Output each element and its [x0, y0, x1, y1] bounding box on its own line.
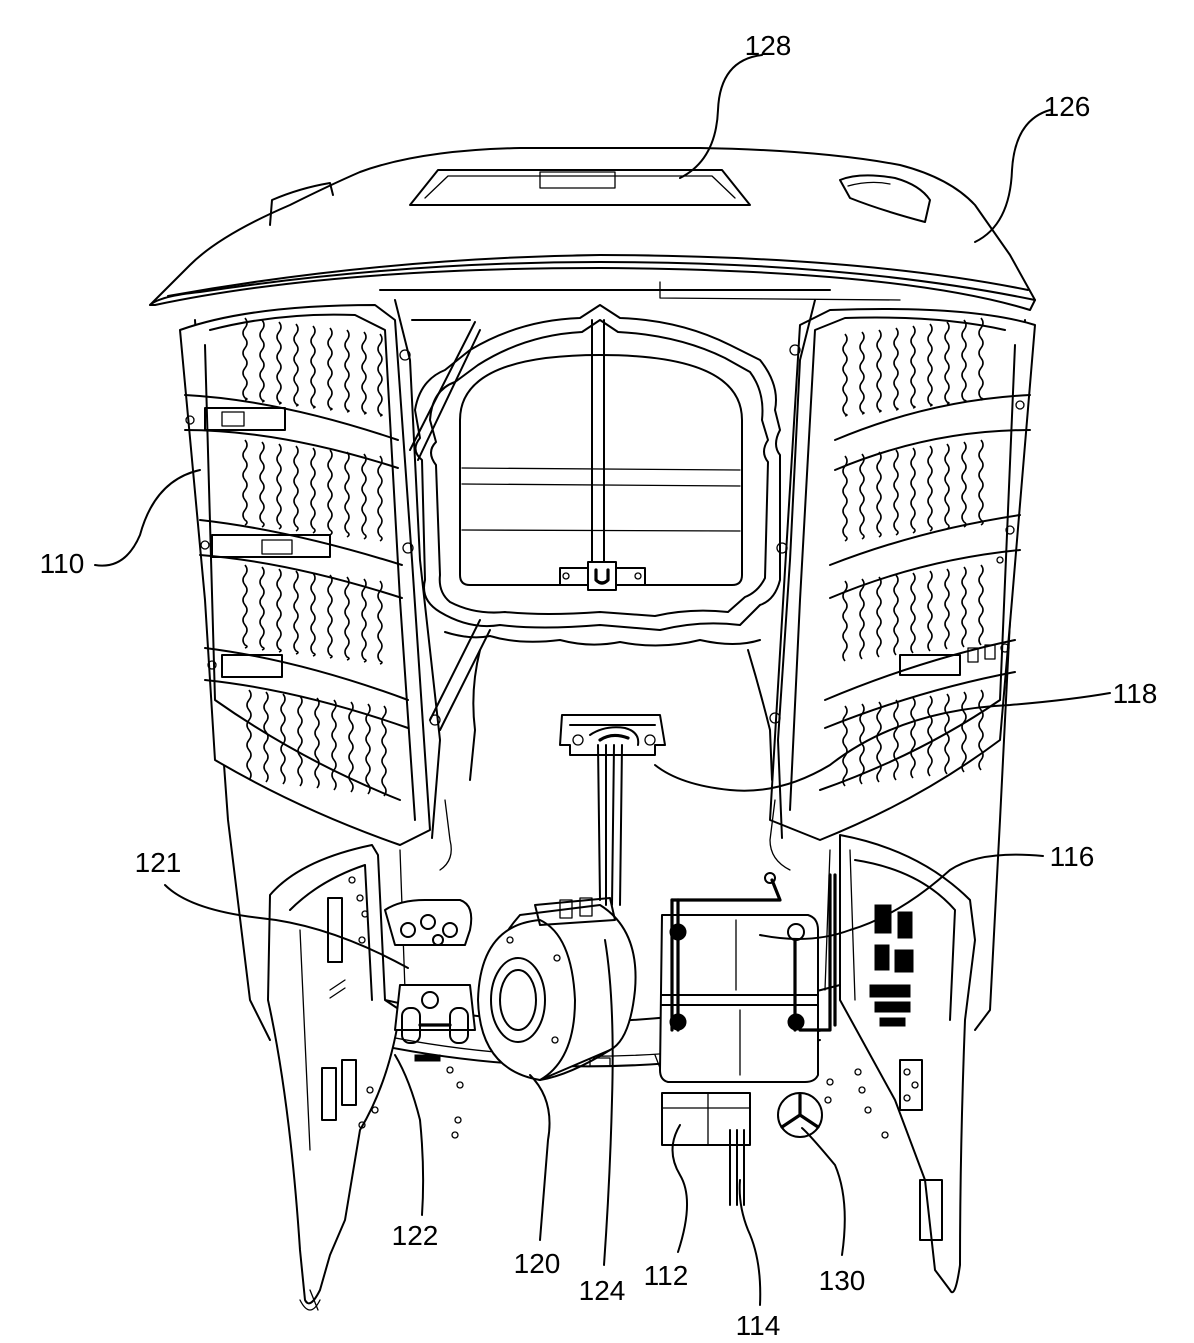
label-112: 112 [644, 1260, 689, 1291]
electronics-assembly [660, 873, 835, 1205]
label-114: 114 [736, 1310, 781, 1341]
label-122: 122 [392, 1220, 439, 1251]
label-124: 124 [579, 1275, 626, 1306]
left-filter-panel [180, 305, 440, 845]
label-120: 120 [514, 1248, 561, 1279]
label-118: 118 [1113, 678, 1158, 709]
label-126: 126 [1044, 91, 1091, 122]
label-128: 128 [745, 30, 792, 61]
label-130: 130 [819, 1265, 866, 1296]
label-110: 110 [40, 548, 85, 579]
top-cover [150, 148, 1035, 310]
label-121: 121 [135, 847, 182, 878]
label-116: 116 [1050, 841, 1095, 872]
sensor-box [560, 715, 665, 905]
left-door [268, 845, 400, 1310]
right-filter-panel [770, 309, 1035, 840]
component-121-122 [385, 900, 475, 1138]
